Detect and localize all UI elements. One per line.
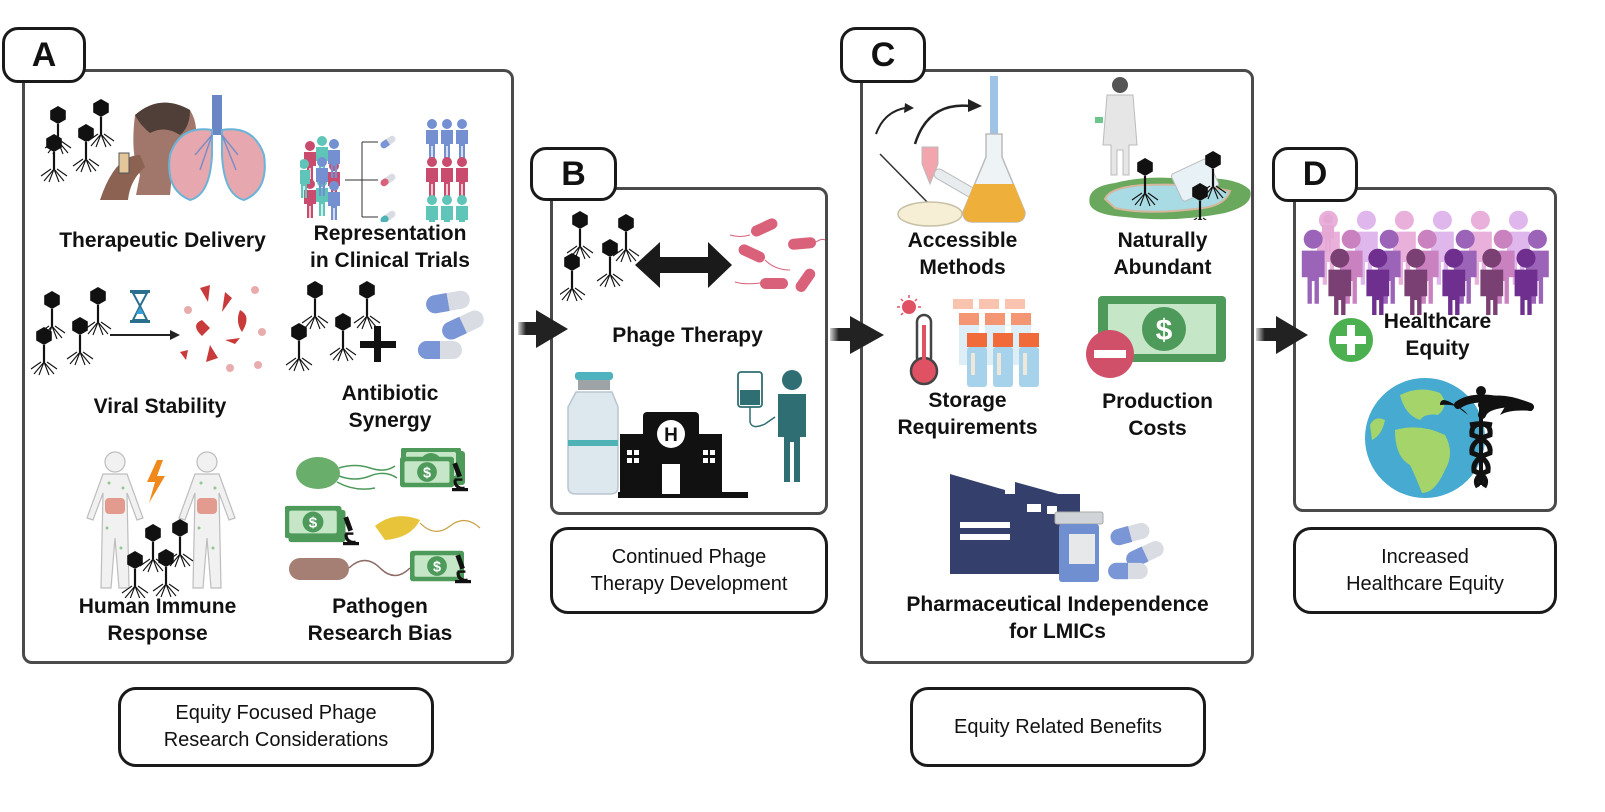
- production-costs-label: Production Costs: [1102, 390, 1213, 440]
- vial-hospital-iv-patient-icon: H: [567, 370, 806, 498]
- panel-d-tag: D: [1272, 147, 1358, 202]
- plus-circle-icon: [1329, 318, 1373, 362]
- arrow-c-to-d-icon: [1256, 316, 1308, 354]
- phage-nasal-spray-lungs-icon: [40, 95, 266, 202]
- healthcare-equity-label: Healthcare Equity: [1383, 310, 1492, 360]
- bacteria-funding-icon: [285, 448, 481, 585]
- pharmaceutical-independence-label: Pharmaceutical Independence for LMICs: [906, 593, 1209, 643]
- therapeutic-delivery-label: Therapeutic Delivery: [59, 229, 266, 252]
- phage-degradation-hourglass-icon: [30, 285, 266, 377]
- panel-d-caption: Increased Healthcare Equity: [1293, 527, 1557, 614]
- accessible-methods-label: Accessible Methods: [907, 229, 1018, 279]
- arrow-a-to-b-icon: [518, 310, 568, 348]
- panel-b-caption: Continued Phage Therapy Development: [550, 527, 828, 614]
- panel-c-tag: C: [840, 27, 926, 83]
- naturally-abundant-label: Naturally Abundant: [1113, 229, 1212, 279]
- arrow-b-to-c-icon: [830, 316, 884, 354]
- crowd-icon: [1301, 210, 1549, 315]
- scientist-pond-icon: [1089, 77, 1251, 220]
- phage-vs-bacteria-icon: [560, 210, 825, 303]
- phage-therapy-label: Phage Therapy: [612, 324, 763, 347]
- thermometer-vials-icon: [897, 295, 1039, 387]
- factory-pills-icon: [950, 474, 1167, 582]
- pathogen-research-bias-label: Pathogen Research Bias: [307, 595, 453, 645]
- panel-c-caption: Equity Related Benefits: [910, 687, 1206, 767]
- phage-plus-antibiotic-icon: [285, 280, 487, 373]
- lab-methods-icon: [875, 76, 1026, 227]
- panel-b-tag: B: [530, 147, 617, 201]
- globe-caduceus-icon: [1365, 378, 1534, 498]
- money-minus-icon: $: [1086, 296, 1226, 378]
- panel-a-tag: A: [2, 27, 86, 83]
- dollar-sign: $: [1156, 314, 1173, 347]
- viral-stability-label: Viral Stability: [93, 395, 227, 418]
- clinical-trial-groups-icon: [300, 119, 468, 222]
- hospital-letter: H: [664, 425, 678, 446]
- human-immune-system-icon: [86, 451, 236, 598]
- panel-a-caption: Equity Focused Phage Research Considerat…: [118, 687, 434, 767]
- human-immune-response-label: Human Immune Response: [78, 595, 237, 645]
- clinical-trials-label: Representation in Clinical Trials: [310, 222, 470, 272]
- antibiotic-synergy-label: Antibiotic Synergy: [341, 382, 439, 432]
- storage-requirements-label: Storage Requirements: [897, 389, 1038, 439]
